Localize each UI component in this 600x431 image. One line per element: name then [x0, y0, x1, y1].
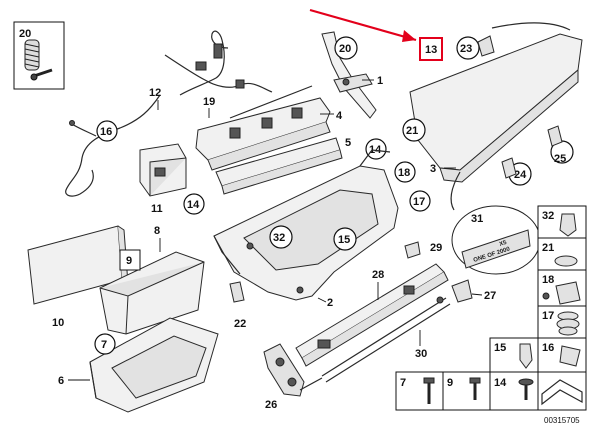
- callout-20b-circle: [334, 36, 358, 60]
- callout-32-circle: [269, 225, 293, 249]
- label-30: 30: [415, 348, 427, 360]
- label-26: 26: [265, 399, 277, 411]
- label-19: 19: [203, 96, 215, 108]
- label-16: 16: [100, 126, 112, 138]
- label-7: 7: [101, 339, 107, 351]
- lower-tray-6: [89, 317, 219, 413]
- label-5: 5: [345, 137, 351, 149]
- clip-25: [547, 125, 563, 147]
- trim-strip-5: [215, 137, 343, 195]
- callout-15-circle: [333, 227, 357, 251]
- clip-16: [559, 345, 581, 367]
- highlight-arrowhead: [402, 30, 416, 42]
- bolt-18: [542, 292, 550, 300]
- stop-15: [519, 343, 533, 369]
- highlight-arrow: [309, 8, 417, 42]
- grommet-32: [559, 213, 577, 237]
- label-23: 23: [460, 43, 472, 55]
- callout-21-circle: [402, 118, 426, 142]
- label-15: 15: [338, 234, 350, 246]
- panel-label-17: 17: [542, 310, 554, 322]
- plug-21: [554, 255, 578, 267]
- hinge-arm-1: [321, 31, 377, 119]
- callout-14a-circle: [183, 193, 205, 215]
- release-cable: [65, 94, 161, 197]
- callout-23-circle: [456, 36, 480, 60]
- label-24: 24: [514, 169, 527, 181]
- clip-23: [477, 35, 495, 57]
- label-31: 31: [471, 213, 483, 225]
- panel-label-16: 16: [542, 342, 554, 354]
- grommet-17: [556, 311, 580, 336]
- wiring-harness: [164, 30, 273, 96]
- damper-rail-28: [295, 263, 449, 367]
- bracket-18: [555, 281, 581, 305]
- label-28: 28: [372, 269, 384, 281]
- panel-label-18: 18: [542, 274, 554, 286]
- glovebox-housing-2: [213, 149, 399, 301]
- panel-label-14: 14: [494, 377, 507, 389]
- callout-9-box: [119, 249, 141, 271]
- clip-22: [229, 281, 245, 303]
- callout-14b-circle: [365, 138, 387, 160]
- label-11: 11: [151, 203, 163, 215]
- label-21: 21: [406, 125, 418, 137]
- label-2: 2: [327, 297, 333, 309]
- callout-17-circle: [409, 190, 431, 212]
- plate-text-x5: X5: [499, 240, 508, 248]
- clip-24: [501, 157, 517, 179]
- spring-part: [24, 39, 53, 81]
- label-3: 3: [430, 163, 436, 175]
- label-27: 27: [484, 290, 496, 302]
- label-20b: 20: [339, 43, 351, 55]
- plate-leader: [450, 171, 461, 211]
- screw-7: [423, 377, 435, 404]
- badge-plate-31: X5 ONE OF 2000: [461, 229, 531, 269]
- screw-14: [518, 378, 534, 400]
- label-29: 29: [430, 242, 442, 254]
- label-25: 25: [554, 153, 566, 165]
- label-32: 32: [273, 232, 285, 244]
- panel-label-21: 21: [542, 242, 554, 254]
- label-8: 8: [154, 225, 160, 237]
- callout-18-circle: [394, 161, 416, 183]
- label-17: 17: [413, 196, 425, 208]
- panel-label-32: 32: [542, 210, 554, 222]
- bracket-11: [139, 143, 187, 197]
- label-18: 18: [398, 167, 410, 179]
- label-20-box: 20: [19, 28, 31, 40]
- panel-label-15: 15: [494, 342, 506, 354]
- label-12: 12: [149, 87, 161, 99]
- panel-label-7: 7: [400, 377, 406, 389]
- screw-9: [469, 377, 481, 400]
- label-22: 22: [234, 318, 246, 330]
- label-9: 9: [126, 255, 132, 267]
- label-4: 4: [336, 110, 343, 122]
- rod-30: [321, 296, 451, 383]
- hinge-26: [263, 343, 323, 397]
- callout-7-circle: [94, 333, 116, 355]
- label-6: 6: [58, 375, 64, 387]
- glovebox-lid-3: [409, 22, 583, 183]
- label-10: 10: [52, 317, 64, 329]
- reference-code: 00315705: [544, 416, 580, 425]
- label-1: 1: [377, 75, 383, 87]
- part-27: [451, 279, 473, 303]
- panel-label-9: 9: [447, 377, 453, 389]
- lock-rail-4: [195, 85, 331, 171]
- cover-symbol: [541, 379, 583, 406]
- label-13: 13: [425, 44, 437, 56]
- highlight-box-13: [419, 37, 443, 61]
- callout-16-circle: [96, 120, 118, 142]
- tray-8: [99, 251, 205, 335]
- clip-29: [404, 241, 421, 259]
- label-14a: 14: [187, 199, 200, 211]
